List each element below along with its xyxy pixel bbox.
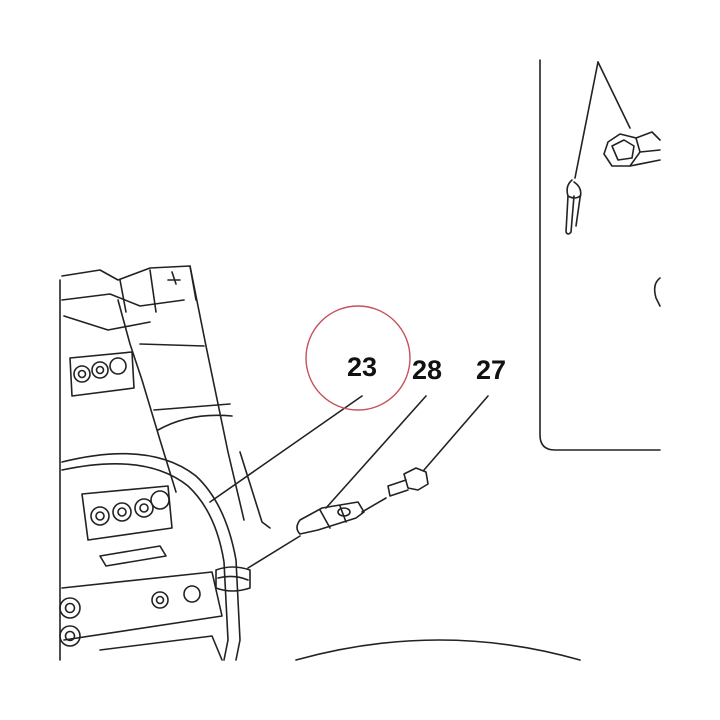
- cotter-pin: [565, 179, 582, 235]
- callout-27: 27: [476, 355, 507, 385]
- leader-28-dash: [361, 497, 387, 513]
- clip-part: [296, 501, 365, 535]
- cable-hose: [61, 452, 251, 661]
- leader-23: [209, 395, 363, 503]
- highlight-circle: [305, 305, 411, 411]
- callout-23: 23: [347, 352, 378, 382]
- bolt-part: [387, 467, 429, 497]
- inset-leader-a: [574, 61, 599, 179]
- callout-28: 28: [412, 355, 443, 385]
- leader-28: [325, 395, 427, 509]
- hex-bolt-head: [603, 131, 661, 167]
- frame-bracket: [59, 265, 271, 661]
- inset-frame: [539, 59, 661, 451]
- inset-part-edge: [653, 277, 661, 307]
- inset-leader-b: [597, 61, 631, 129]
- bottom-arc: [295, 639, 581, 661]
- leader-23-lower: [247, 535, 301, 569]
- leader-27: [423, 395, 489, 471]
